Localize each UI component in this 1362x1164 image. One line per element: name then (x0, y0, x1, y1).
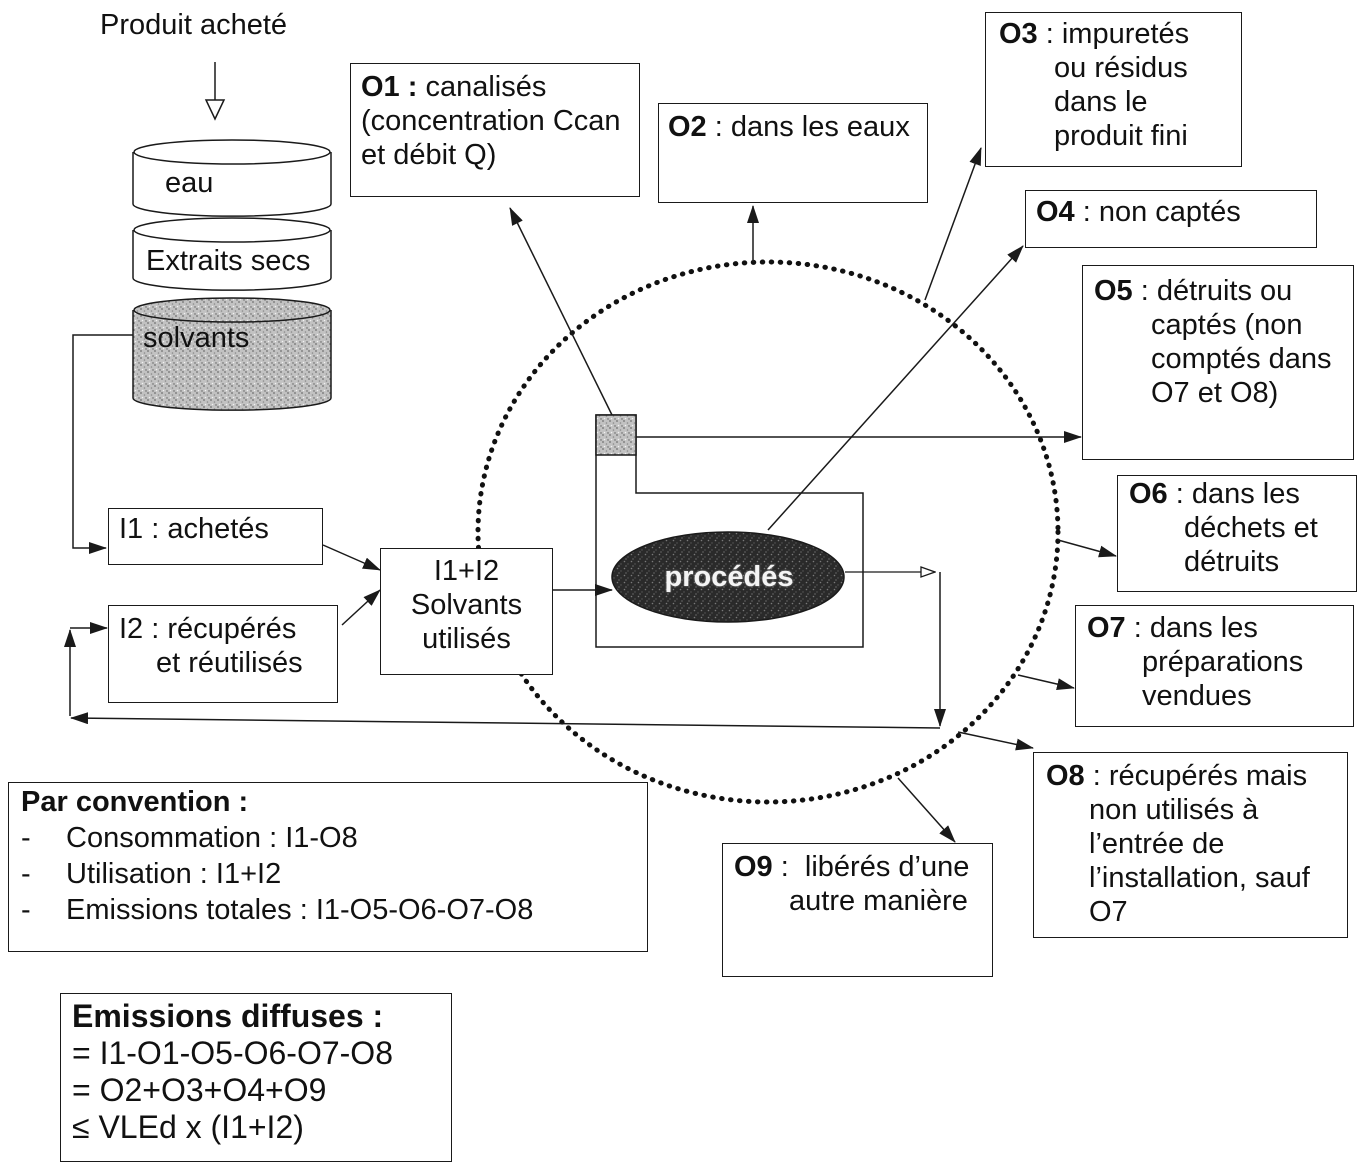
bullet: - (21, 822, 31, 854)
process-ellipse (611, 531, 845, 623)
o4-line-1: : non captés (1074, 196, 1241, 228)
i12-line-2: Solvants (410, 589, 523, 621)
o3-line-1: : impuretés (1037, 18, 1190, 50)
o7-line-3: vendues (1142, 680, 1252, 712)
o8-code: O8 (1046, 760, 1085, 792)
diffuse-line-1: = I1-O1-O5-O6-O7-O8 (72, 1035, 393, 1071)
o3-line-4: produit fini (1054, 120, 1188, 152)
o9-line-1: : libérés d’une (772, 851, 970, 883)
o8-line-1: : récupérés mais (1084, 760, 1308, 792)
diffuse-emissions-box: Emissions diffuses : = I1-O1-O5-O6-O7-O8… (60, 993, 452, 1162)
o1-line-3: et débit Q) (361, 139, 497, 171)
output-box-o5: O5 : détruits ou captés (non comptés dan… (1082, 265, 1354, 460)
o9-code: O9 (734, 851, 773, 883)
process-label: procédés (664, 561, 794, 593)
o6-code: O6 (1129, 478, 1168, 510)
dry-extracts-cylinder (132, 217, 332, 291)
o6-line-2: déchets et (1184, 512, 1318, 544)
i2-line-2: et réutilisés (156, 647, 303, 679)
o9-line-2: autre manière (789, 885, 968, 917)
i2-line-1: I2 : récupérés (119, 613, 297, 645)
convention-title: Par convention : (21, 786, 249, 818)
o8-line-4: l’installation, sauf (1089, 862, 1310, 894)
o5-line-1: : détruits ou (1132, 275, 1293, 307)
i12-line-3: utilisés (422, 623, 511, 655)
chimney-top (595, 414, 637, 456)
o1-code: O1 : (361, 71, 418, 103)
output-box-o1: O1 : canalisés (concentration Ccan et dé… (350, 63, 640, 197)
o5-line-4: O7 et O8) (1151, 377, 1279, 409)
product-label: Produit acheté (100, 9, 288, 41)
convention-item-use: - Utilisation : I1+I2 (21, 856, 647, 892)
convention-item-text: Utilisation : I1+I2 (66, 858, 282, 890)
o4-code: O4 (1036, 196, 1075, 228)
arrow-solvents-to-i1 (72, 334, 133, 554)
o7-line-1: : dans les (1125, 612, 1258, 644)
bullet: - (21, 894, 31, 926)
arrow-i1-to-solvents-used (322, 544, 381, 571)
o7-line-2: préparations (1142, 646, 1304, 678)
output-box-o8: O8 : récupérés mais non utilisés à l’ent… (1033, 752, 1348, 938)
arrow-recovery-return (70, 712, 941, 729)
convention-item-total-emissions: - Emissions totales : I1-O5-O6-O7-O8 (21, 892, 647, 928)
convention-item-text: Emissions totales : I1-O5-O6-O7-O8 (66, 894, 534, 926)
installation-boundary (475, 259, 1061, 805)
o5-code: O5 (1094, 275, 1133, 307)
o2-line-1: : dans les eaux (706, 111, 910, 143)
output-box-o4: O4 : non captés (1025, 190, 1317, 248)
arrow-to-o6 (1057, 539, 1117, 558)
dry-extracts-label: Extraits secs (146, 245, 311, 277)
diffuse-line-3: ≤ VLEd x (I1+I2) (72, 1109, 304, 1145)
convention-box: Par convention : - Consommation : I1-O8 -… (8, 782, 648, 952)
arrow-to-o3 (924, 147, 982, 301)
input-box-i2: I2 : récupérés et réutilisés (108, 605, 338, 703)
product-input-arrow (204, 62, 226, 121)
diffuse-line-2: = O2+O3+O4+O9 (72, 1072, 327, 1108)
o8-line-5: O7 (1089, 896, 1128, 928)
convention-item-text: Consommation : I1-O8 (66, 822, 358, 854)
diffuse-title: Emissions diffuses : (72, 998, 384, 1034)
i1-text: I1 : achetés (119, 513, 269, 545)
output-box-o2: O2 : dans les eaux (658, 103, 928, 203)
arrow-to-o9 (897, 777, 956, 843)
arrow-to-o8 (957, 731, 1034, 751)
output-box-o9: O9 : libérés d’une autre manière (722, 843, 993, 977)
i12-line-1: I1+I2 (433, 555, 500, 587)
water-label: eau (165, 167, 214, 199)
o8-line-3: l’entrée de (1089, 828, 1225, 860)
o2-code: O2 (668, 111, 707, 143)
o1-line-2: (concentration Ccan (361, 105, 621, 137)
input-box-i1: I1 : achetés (108, 508, 323, 565)
o1-line-1: canalisés (417, 71, 547, 103)
solvents-used-box: I1+I2 Solvants utilisés (380, 548, 553, 675)
o3-line-3: dans le (1054, 86, 1148, 118)
o6-line-1: : dans les (1167, 478, 1300, 510)
arrow-to-o7 (1017, 674, 1075, 691)
arrow-to-o4 (767, 245, 1024, 531)
output-box-o6: O6 : dans les déchets et détruits (1117, 475, 1357, 592)
output-box-o3: O3 : impuretés ou résidus dans le produi… (985, 12, 1242, 167)
o7-code: O7 (1087, 612, 1126, 644)
o3-line-2: ou résidus (1054, 52, 1188, 84)
o8-line-2: non utilisés à (1089, 794, 1259, 826)
o5-line-3: comptés dans (1151, 343, 1332, 375)
solvents-label: solvants (143, 322, 250, 354)
water-cylinder (132, 139, 332, 217)
solvents-cylinder (132, 297, 332, 411)
o6-line-3: détruits (1184, 546, 1280, 578)
o3-code: O3 (999, 18, 1038, 50)
arrow-i2-to-solvents-used (341, 589, 381, 626)
bullet: - (21, 858, 31, 890)
convention-item-consumption: - Consommation : I1-O8 (21, 820, 647, 856)
o5-line-2: captés (non (1151, 309, 1303, 341)
output-box-o7: O7 : dans les préparations vendues (1075, 605, 1354, 727)
arrow-to-o1 (509, 207, 613, 416)
